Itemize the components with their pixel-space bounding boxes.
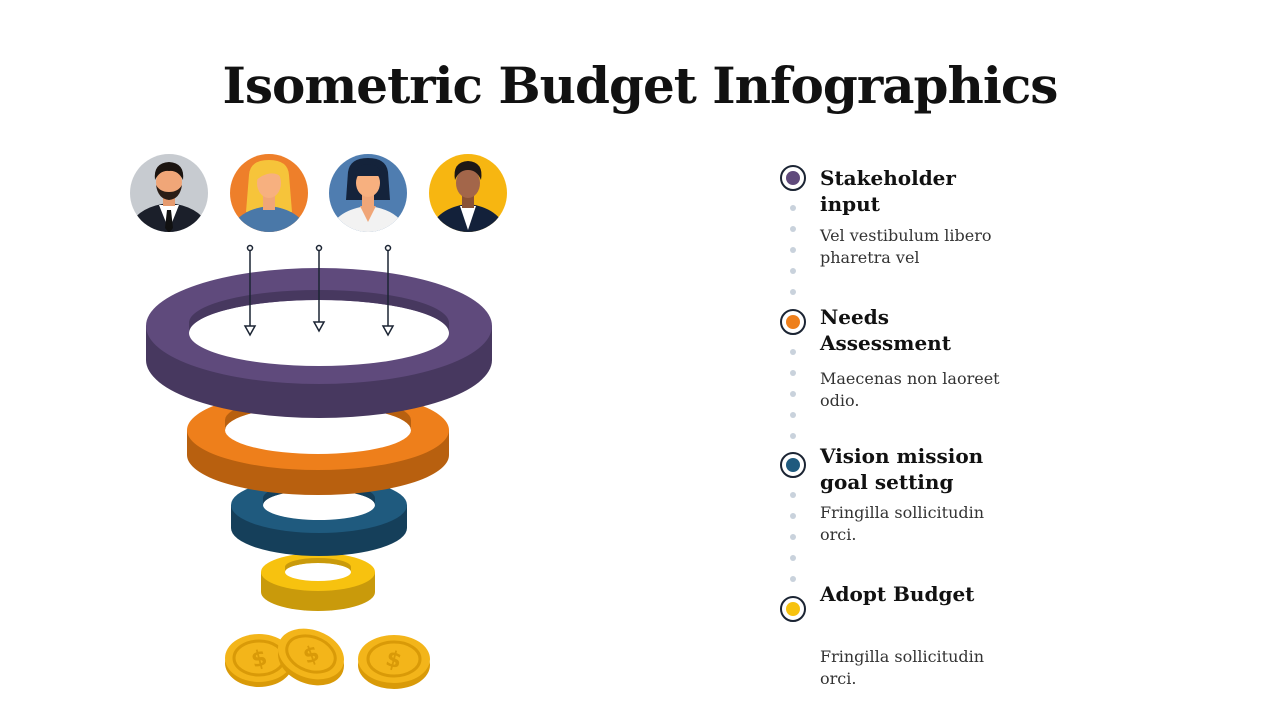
ring-stakeholder-input <box>146 268 492 418</box>
avatar-woman-dark-hair <box>329 154 407 232</box>
step-description: Maecenas non laoreet odio. <box>820 369 1000 410</box>
avatar-man-beard <box>130 154 208 232</box>
step-list: Stakeholder input Vel vestibulum libero … <box>780 0 1260 720</box>
coin-icon: $ <box>358 635 430 689</box>
step-marker <box>780 165 806 191</box>
step-marker <box>780 309 806 335</box>
step-marker <box>780 596 806 622</box>
ring-adopt-budget <box>261 553 375 611</box>
step-dot <box>786 171 800 185</box>
step-dot <box>786 602 800 616</box>
down-arrow-icon <box>381 244 395 337</box>
down-arrow-icon <box>312 244 326 333</box>
step-marker <box>780 452 806 478</box>
step-title: Adopt Budget <box>820 582 975 606</box>
svg-text:$: $ <box>249 645 270 673</box>
step-description: Fringilla sollicitudin orci. <box>820 503 985 544</box>
page-title: Isometric Budget Infographics <box>222 56 1059 115</box>
step-title: Needs Assessment <box>820 305 951 355</box>
funnel-illustration: $ $ $ <box>130 154 507 689</box>
avatar-man-dark-skin <box>429 154 507 232</box>
step-title: Vision mission goal setting <box>820 444 984 494</box>
coin-icon: $ <box>225 634 293 687</box>
svg-text:$: $ <box>383 646 404 674</box>
coin-icon: $ <box>278 628 344 686</box>
step-title: Stakeholder input <box>820 166 956 216</box>
avatar-woman-blonde <box>230 154 308 232</box>
step-description: Vel vestibulum libero pharetra vel <box>820 226 992 267</box>
step-description: Fringilla sollicitudin orci. <box>820 647 985 688</box>
down-arrow-icon <box>243 244 257 337</box>
step-dot <box>786 458 800 472</box>
step-dot <box>786 315 800 329</box>
